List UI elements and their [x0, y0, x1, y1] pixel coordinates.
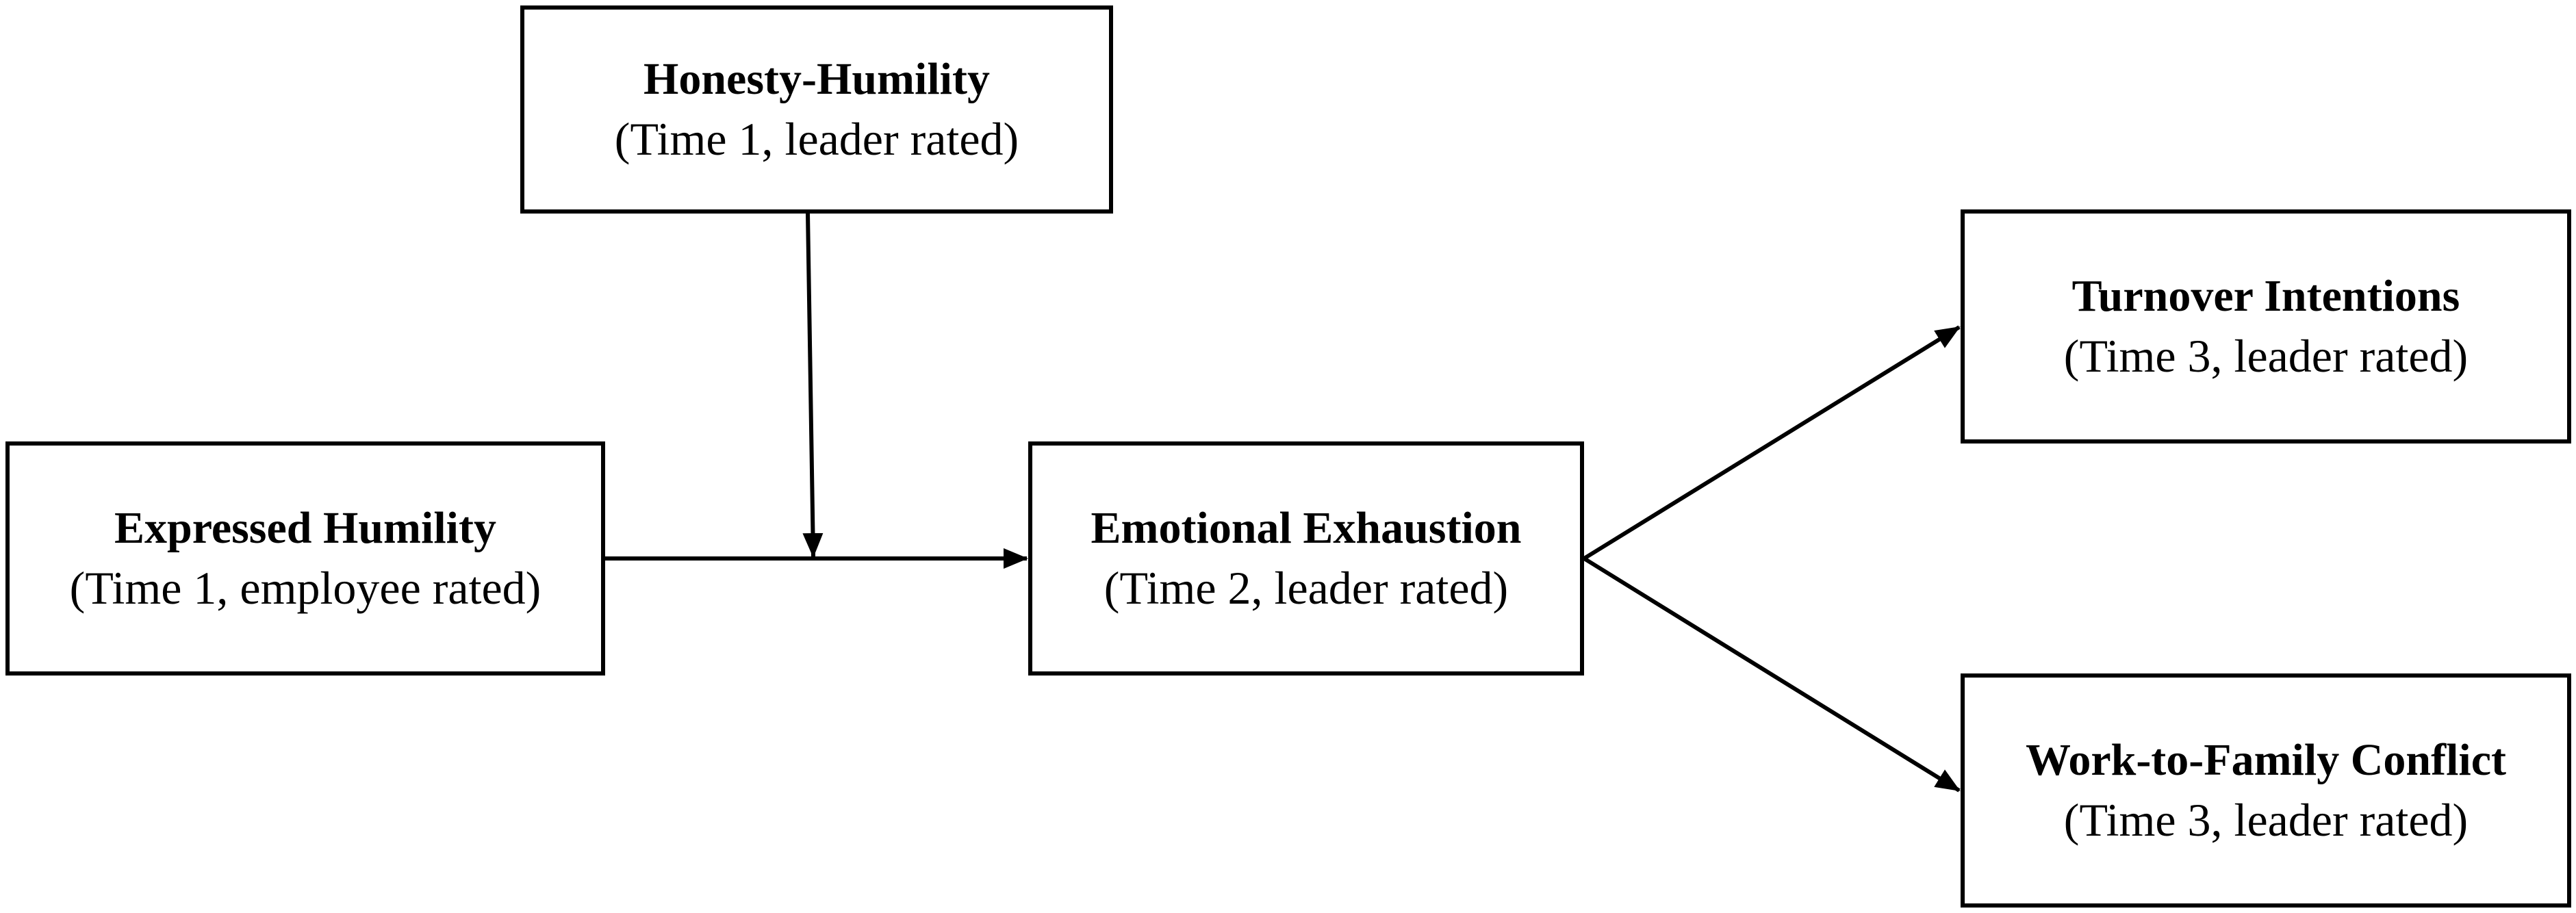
node-title: Expressed Humility: [114, 502, 496, 553]
node-expressed-humility: Expressed Humility (Time 1, employee rat…: [5, 441, 605, 676]
node-emotional-exhaustion: Emotional Exhaustion (Time 2, leader rat…: [1028, 441, 1584, 676]
node-subtitle: (Time 2, leader rated): [1104, 561, 1509, 614]
node-turnover-intentions: Turnover Intentions (Time 3, leader rate…: [1961, 209, 2571, 443]
node-subtitle: (Time 3, leader rated): [2063, 793, 2469, 846]
node-subtitle: (Time 1, employee rated): [69, 561, 541, 614]
node-work-to-family-conflict: Work-to-Family Conflict (Time 3, leader …: [1961, 673, 2571, 908]
node-title: Honesty-Humility: [643, 53, 990, 104]
node-title: Work-to-Family Conflict: [2025, 734, 2507, 785]
node-subtitle: (Time 1, leader rated): [614, 112, 1019, 165]
node-subtitle: (Time 3, leader rated): [2063, 329, 2469, 382]
arrow-exhaustion-to-work-family: [1583, 556, 1961, 793]
node-honesty-humility: Honesty-Humility (Time 1, leader rated): [520, 5, 1113, 214]
arrow-exhaustion-to-turnover: [1583, 325, 1961, 561]
arrow-honesty-moderation: [802, 213, 824, 558]
node-title: Turnover Intentions: [2071, 270, 2460, 321]
node-title: Emotional Exhaustion: [1091, 502, 1522, 553]
